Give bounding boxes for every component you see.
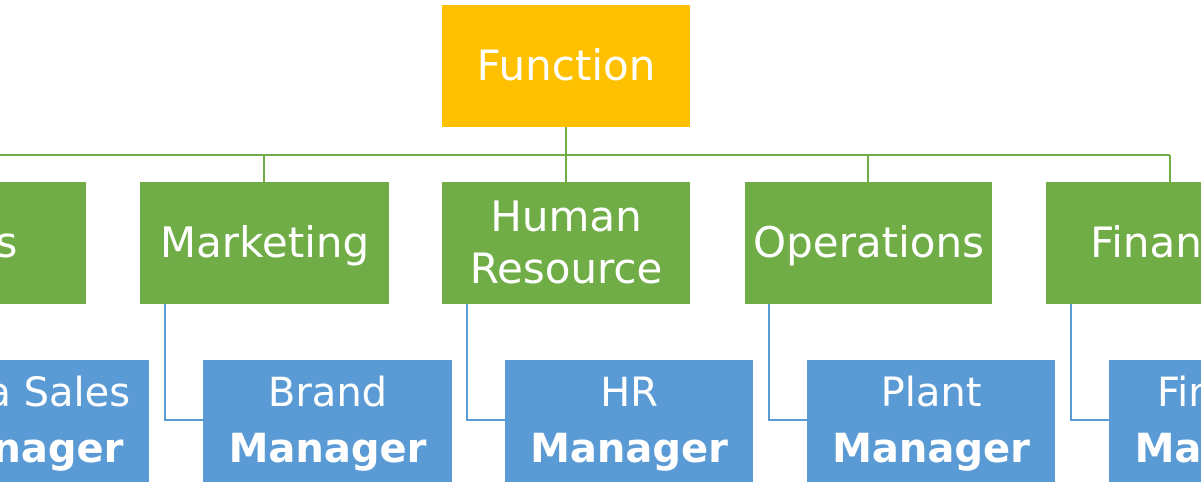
root-node-label: Function xyxy=(476,40,656,90)
function-node-human-resource: Human Resource xyxy=(442,182,690,304)
role-node-marketing-line1: Brand xyxy=(267,370,388,416)
root-node-function: Function xyxy=(442,5,690,127)
role-node-area-sales-manager: Area Sales Manager xyxy=(0,360,149,482)
role-node-operations-line2: Manager xyxy=(832,426,1030,472)
role-node-marketing-line2: Manager xyxy=(228,426,427,472)
role-node-operations-line1: Plant xyxy=(880,370,982,416)
function-node-hr-label-line2: Resource xyxy=(469,244,663,293)
role-node-finance-line2: Manager xyxy=(1134,426,1201,472)
role-connector-finance xyxy=(1070,304,1109,421)
function-node-marketing-label: Marketing xyxy=(159,217,370,267)
function-node-finance: Finance xyxy=(1046,182,1201,304)
role-node-hr-line1: HR xyxy=(600,370,658,416)
function-node-marketing: Marketing xyxy=(140,182,389,304)
role-node-hr-line2: Manager xyxy=(530,426,728,472)
function-node-operations: Operations xyxy=(745,182,992,304)
function-node-sales-label: Sales xyxy=(0,217,18,267)
function-node-hr-label-line1: Human xyxy=(490,191,642,241)
function-node-finance-label: Finance xyxy=(1090,217,1201,267)
function-node-sales: Sales xyxy=(0,182,86,304)
role-node-finance-manager: Finance Manager xyxy=(1109,360,1201,482)
role-node-sales-line1: Area Sales xyxy=(0,370,131,416)
role-node-brand-manager: Brand Manager xyxy=(203,360,452,482)
role-node-finance-line1: Finance xyxy=(1156,370,1201,416)
role-connector-operations xyxy=(768,304,807,421)
function-node-operations-label: Operations xyxy=(753,217,984,267)
role-node-sales-line2: Manager xyxy=(0,426,124,472)
role-connector-hr xyxy=(466,304,505,421)
role-connector-marketing xyxy=(164,304,203,421)
role-node-plant-manager: Plant Manager xyxy=(807,360,1055,482)
role-node-hr-manager: HR Manager xyxy=(505,360,753,482)
